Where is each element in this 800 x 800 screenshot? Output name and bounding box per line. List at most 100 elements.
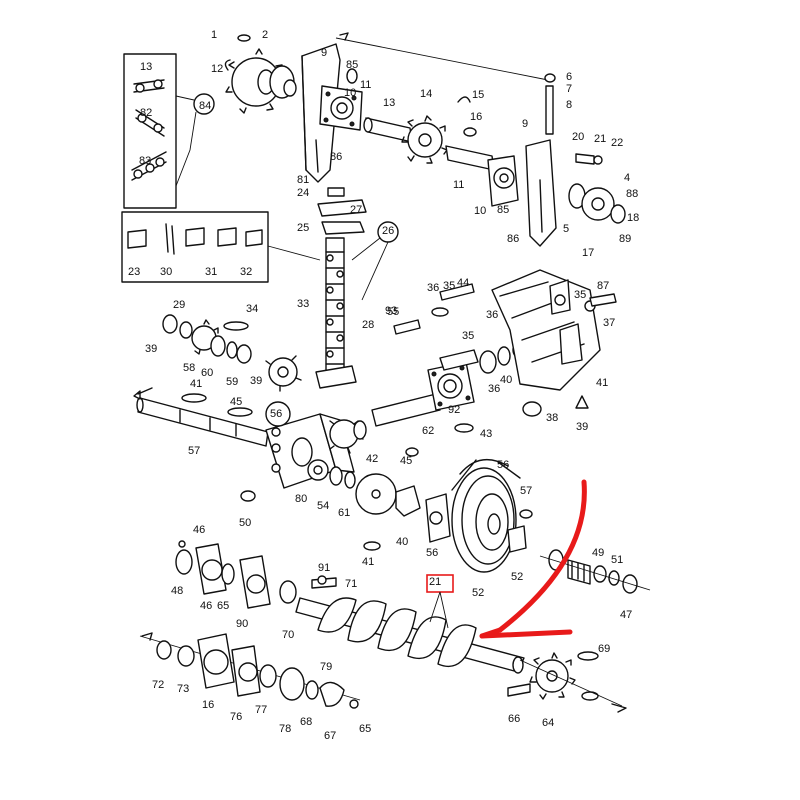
callout-label-11: 11 <box>453 179 464 191</box>
callout-label-50: 50 <box>239 517 251 529</box>
callout-label-24: 24 <box>297 187 309 199</box>
callout-label-51: 51 <box>611 554 623 566</box>
callout-label-55: 55 <box>387 306 399 318</box>
callout-label-8: 8 <box>566 99 572 111</box>
callout-label-36: 36 <box>486 309 498 321</box>
callout-label-92: 92 <box>448 404 460 416</box>
callout-label-18: 18 <box>627 212 639 224</box>
callout-label-79: 79 <box>320 661 332 673</box>
callout-label-85: 85 <box>346 59 358 71</box>
agitator-bracket-87 <box>393 269 617 417</box>
callout-label-70: 70 <box>282 629 294 641</box>
callout-label-34: 34 <box>246 303 258 315</box>
callout-label-28: 28 <box>362 319 374 331</box>
callout-label-66: 66 <box>508 713 520 725</box>
callout-label-17: 17 <box>582 247 594 259</box>
callout-label-86: 86 <box>330 151 342 163</box>
callout-label-35: 35 <box>443 280 455 292</box>
callout-label-54: 54 <box>317 500 329 512</box>
callout-label-35: 35 <box>462 330 474 342</box>
callout-label-41: 41 <box>190 378 202 390</box>
callout-label-16: 16 <box>202 699 214 711</box>
callout-label-57: 57 <box>188 445 200 457</box>
callout-label-46: 46 <box>193 524 205 536</box>
callout-label-36: 36 <box>488 383 500 395</box>
elevator-chain-29 <box>315 221 399 389</box>
callout-label-37: 37 <box>603 317 615 329</box>
callout-label-15: 15 <box>472 89 484 101</box>
callout-label-9: 9 <box>522 118 528 130</box>
callout-label-59: 59 <box>226 376 238 388</box>
callout-label-1: 1 <box>211 29 217 41</box>
callout-label-56: 56 <box>426 547 438 559</box>
callout-label-44: 44 <box>457 277 469 289</box>
pulley-51 <box>240 458 533 573</box>
callout-label-29: 29 <box>173 299 185 311</box>
callout-label-39: 39 <box>145 343 157 355</box>
callout-label-10: 10 <box>474 205 486 217</box>
callout-label-91: 91 <box>318 562 330 574</box>
callout-label-60: 60 <box>201 367 213 379</box>
callout-label-56: 56 <box>270 408 282 420</box>
callout-label-5: 5 <box>563 223 569 235</box>
callout-label-7: 7 <box>566 83 572 95</box>
callout-label-13: 13 <box>140 61 152 73</box>
side-plate-right <box>487 73 626 247</box>
callout-label-71: 71 <box>345 578 357 590</box>
callout-label-30: 30 <box>160 266 172 278</box>
callout-label-76: 76 <box>230 711 242 723</box>
callout-label-32: 32 <box>240 266 252 278</box>
callout-label-88: 88 <box>626 188 638 200</box>
callout-label-52: 52 <box>511 571 523 583</box>
callout-label-78: 78 <box>279 723 291 735</box>
callout-label-72: 72 <box>152 679 164 691</box>
right-shaft-parts <box>539 549 651 594</box>
callout-label-73: 73 <box>177 683 189 695</box>
callout-label-23: 23 <box>128 266 140 278</box>
callout-label-90: 90 <box>236 618 248 630</box>
shaft-13 <box>363 96 495 171</box>
callout-label-14: 14 <box>420 88 432 100</box>
callout-label-67: 67 <box>324 730 336 742</box>
callout-label-89: 89 <box>619 233 631 245</box>
callout-label-68: 68 <box>300 716 312 728</box>
callout-label-48: 48 <box>171 585 183 597</box>
callout-label-65: 65 <box>359 723 371 735</box>
left-shaft-assembly <box>133 314 302 447</box>
callout-label-41: 41 <box>362 556 374 568</box>
callout-label-83: 83 <box>139 155 151 167</box>
callout-label-39: 39 <box>250 375 262 387</box>
callout-label-11: 11 <box>360 79 371 91</box>
callout-label-43: 43 <box>480 428 492 440</box>
callout-label-9: 9 <box>321 47 327 59</box>
top-drive-assembly <box>123 32 626 247</box>
callout-label-40: 40 <box>396 536 408 548</box>
bracket-26 <box>317 187 367 235</box>
callout-label-21: 21 <box>429 576 441 588</box>
callout-label-65: 65 <box>217 600 229 612</box>
callout-label-2: 2 <box>262 29 268 41</box>
callout-label-10: 10 <box>344 87 356 99</box>
callout-label-25: 25 <box>297 222 309 234</box>
callout-label-45: 45 <box>400 455 412 467</box>
callout-label-77: 77 <box>255 704 267 716</box>
callout-label-4: 4 <box>624 172 630 184</box>
sprocket-12 <box>224 34 297 114</box>
callout-label-39: 39 <box>576 421 588 433</box>
callout-label-45: 45 <box>230 396 242 408</box>
callout-label-33: 33 <box>297 298 309 310</box>
callout-label-87: 87 <box>597 280 609 292</box>
callout-label-86: 86 <box>507 233 519 245</box>
callout-label-64: 64 <box>542 717 554 729</box>
callout-label-42: 42 <box>366 453 378 465</box>
callout-label-46: 46 <box>200 600 212 612</box>
callout-label-20: 20 <box>572 131 584 143</box>
callout-label-27: 27 <box>350 204 362 216</box>
callout-label-36: 36 <box>427 282 439 294</box>
callout-label-26: 26 <box>382 225 394 237</box>
callout-label-52: 52 <box>472 587 484 599</box>
callout-label-6: 6 <box>566 71 572 83</box>
callout-label-93: 93 <box>385 305 397 317</box>
